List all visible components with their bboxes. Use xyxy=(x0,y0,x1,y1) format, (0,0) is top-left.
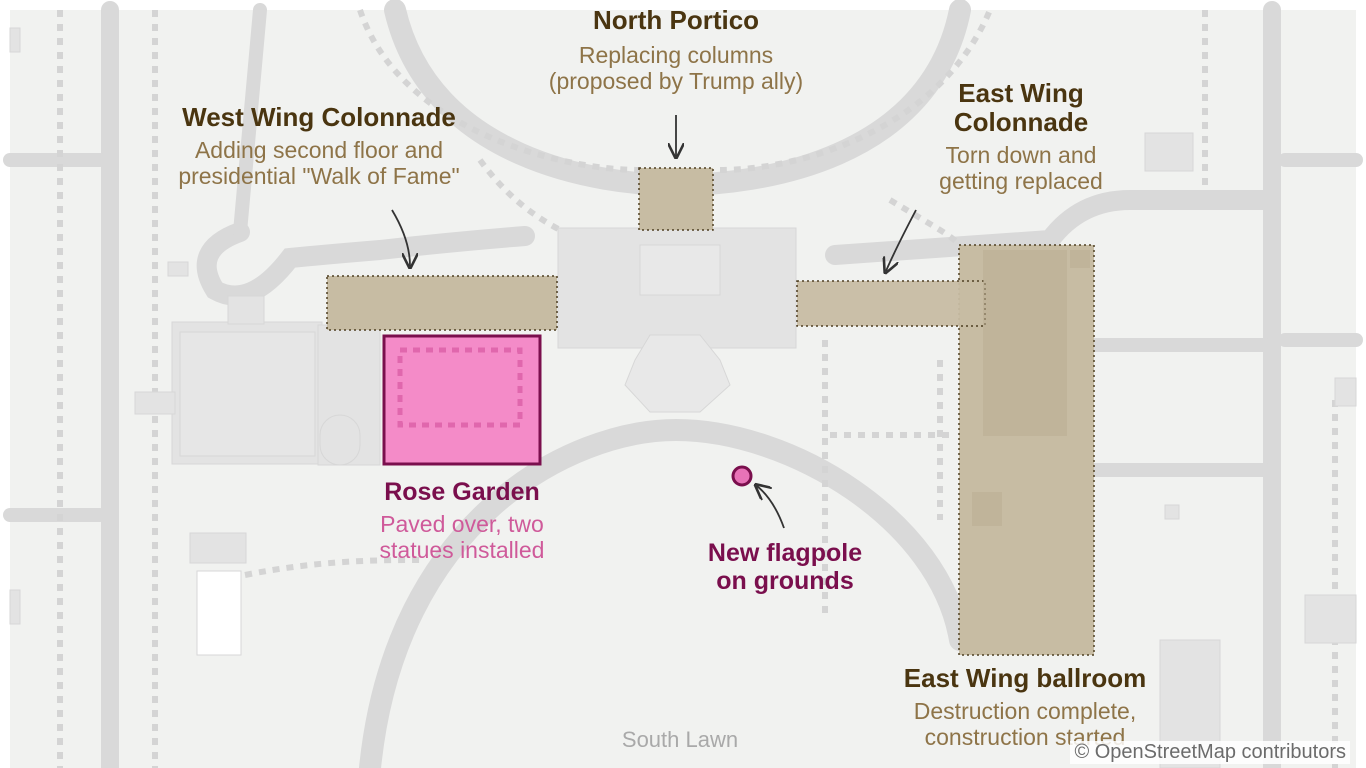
rose-garden-area xyxy=(382,334,542,466)
east-wing-colonnade-title-line2: Colonnade xyxy=(953,107,1089,138)
east-wing-colonnade-desc-line1: Torn down and xyxy=(945,142,1097,169)
map-attribution: © OpenStreetMap contributors xyxy=(1070,741,1350,764)
east-wing-ballroom-desc-line1: Destruction complete, xyxy=(913,698,1137,725)
flagpole-title-line2: on grounds xyxy=(716,567,854,595)
east-wing-colonnade-title-line1: East Wing xyxy=(958,78,1084,108)
ballroom-detail xyxy=(972,250,1090,526)
east-wing-colonnade-arrow xyxy=(886,209,917,271)
east-wing-ballroom-label: East Wing ballroom Destruction complete,… xyxy=(880,663,1170,751)
rose-garden-path xyxy=(397,347,523,428)
north-portico-desc: Replacing columns (proposed by Trump all… xyxy=(531,42,821,95)
south-lawn-label: South Lawn xyxy=(621,727,739,752)
rose-garden-desc-line2: statues installed xyxy=(379,536,545,563)
north-portico-desc-line2: (proposed by Trump ally) xyxy=(548,67,804,94)
west-wing-colonnade-label: West Wing Colonnade Adding second floor … xyxy=(156,102,482,190)
rose-garden-title: Rose Garden xyxy=(384,478,540,506)
flagpole-arrow xyxy=(757,486,785,529)
east-wing-ballroom-title: East Wing ballroom xyxy=(903,663,1147,693)
flagpole-marker xyxy=(731,465,753,487)
white-building xyxy=(196,570,242,656)
west-wing-arrow xyxy=(391,209,410,266)
north-portico-title: North Portico xyxy=(592,5,760,35)
flagpole-label: New flagpole on grounds xyxy=(685,539,885,595)
north-portico-area xyxy=(638,167,714,231)
east-wing-colonnade-desc-line2: getting replaced xyxy=(939,167,1103,194)
callout-arrows xyxy=(391,115,917,529)
west-wing-colonnade-desc-line1: Adding second floor and xyxy=(194,137,444,164)
north-portico-desc-line1: Replacing columns xyxy=(578,42,774,68)
walkways xyxy=(57,8,1338,768)
flagpole-title-line1: New flagpole xyxy=(707,539,863,567)
east-wing-colonnade-area xyxy=(796,280,986,327)
north-portico-label: North Portico xyxy=(583,5,769,35)
rose-garden-label: Rose Garden Paved over, two statues inst… xyxy=(352,478,572,564)
streets xyxy=(3,0,1363,768)
west-wing-colonnade-area xyxy=(326,275,558,331)
rose-garden-desc-line1: Paved over, two xyxy=(380,511,544,537)
west-wing-colonnade-desc-line2: presidential "Walk of Fame" xyxy=(178,162,460,189)
east-wing-colonnade-label: East Wing Colonnade Torn down and gettin… xyxy=(915,78,1127,195)
west-wing-colonnade-title: West Wing Colonnade xyxy=(182,102,456,132)
